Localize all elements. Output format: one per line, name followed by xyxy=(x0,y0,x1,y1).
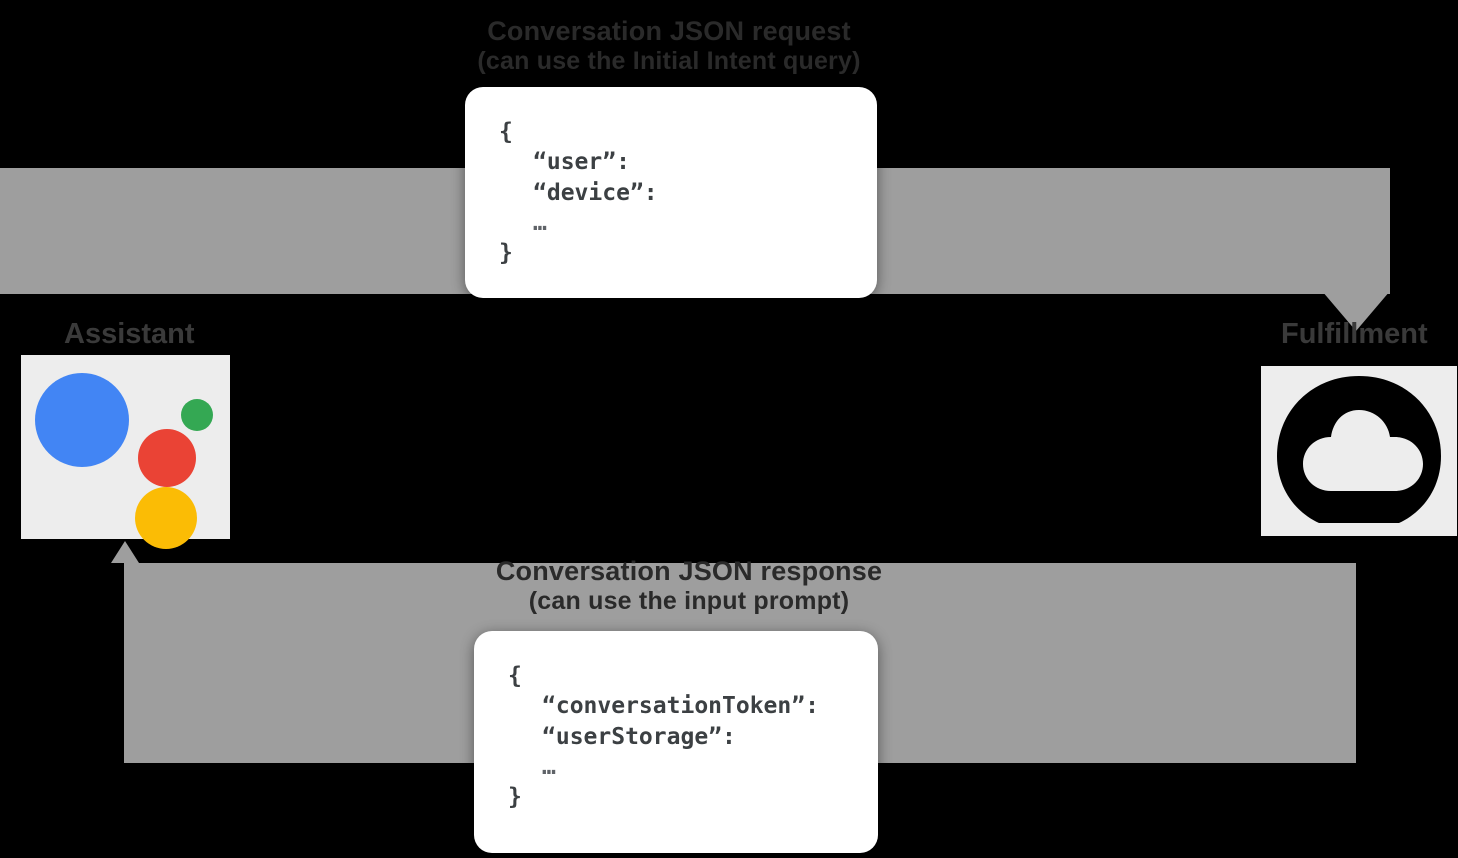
assistant-yellow-dot-icon xyxy=(134,487,197,549)
assistant-blue-dot-icon xyxy=(34,373,129,467)
response-flow-subtitle: (can use the input prompt) xyxy=(528,587,850,616)
response-flow-title: Conversation JSON response xyxy=(495,556,883,586)
google-assistant-logo xyxy=(33,367,219,549)
request-flow-title: Conversation JSON request xyxy=(487,16,851,46)
response-flow-label: Conversation JSON response (can use the … xyxy=(409,556,969,616)
request-json-open: { xyxy=(499,119,513,145)
request-json-key-device: “device”: xyxy=(533,179,658,206)
response-json-ellipsis: … xyxy=(542,754,556,781)
request-arrow-vertical xyxy=(1322,168,1390,294)
response-json-card: { “conversationToken”: “userStorage”: … … xyxy=(474,631,878,853)
request-json-card: { “user”: “device”: … } xyxy=(465,87,877,298)
google-cloud-icon xyxy=(1277,376,1441,523)
response-json-key-conversation-token: “conversationToken”: xyxy=(542,693,819,720)
request-flow-label: Conversation JSON request (can use the I… xyxy=(399,16,939,76)
request-arrow-head xyxy=(1322,291,1390,331)
fulfillment-node-label: Fulfillment xyxy=(1281,318,1428,350)
response-json-open: { xyxy=(508,663,522,689)
response-json-close: } xyxy=(508,784,522,811)
request-json-key-user: “user”: xyxy=(533,149,630,176)
assistant-node-label: Assistant xyxy=(64,318,195,350)
assistant-red-dot-icon xyxy=(137,429,196,487)
request-flow-subtitle: (can use the Initial Intent query) xyxy=(477,47,861,76)
fulfillment-node[interactable] xyxy=(1261,366,1457,536)
assistant-green-dot-icon xyxy=(180,399,213,431)
response-arrow-head xyxy=(111,541,139,563)
request-json-close: } xyxy=(499,240,513,267)
response-json-key-user-storage: “userStorage”: xyxy=(542,723,736,750)
request-json-ellipsis: … xyxy=(533,210,547,237)
assistant-node[interactable] xyxy=(21,355,230,549)
